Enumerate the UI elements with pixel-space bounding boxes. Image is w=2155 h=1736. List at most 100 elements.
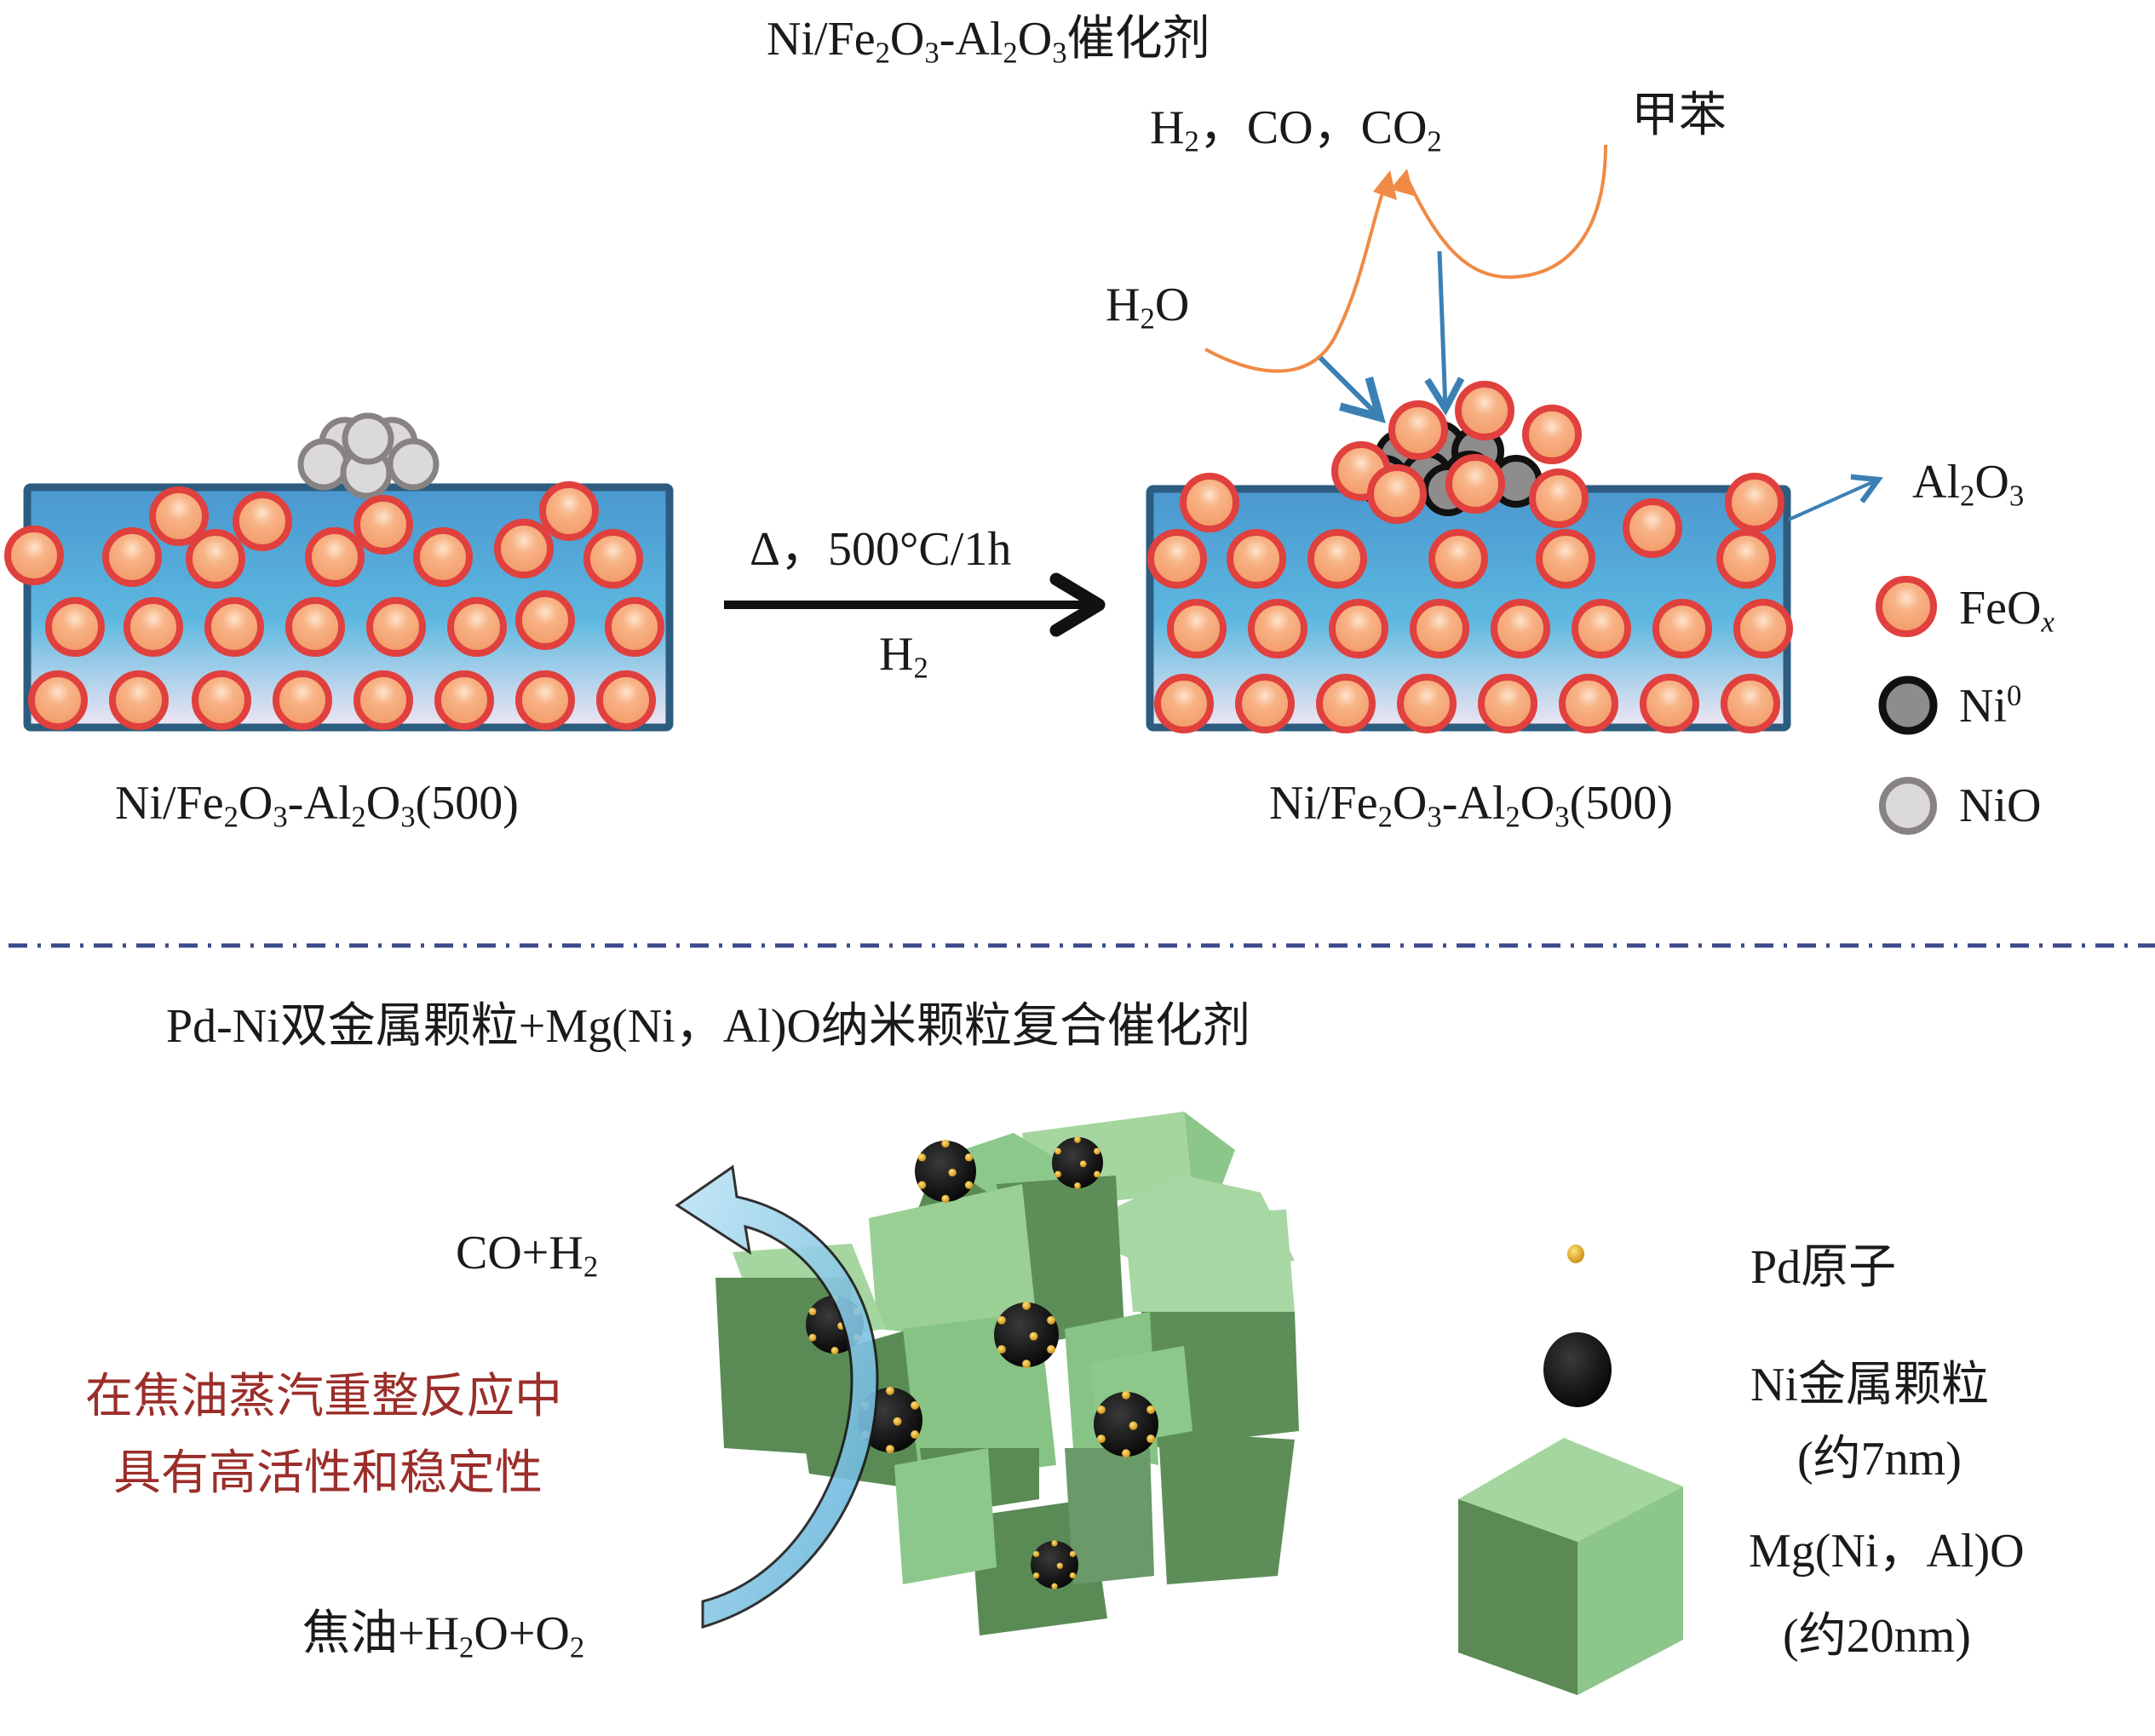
nio-particle-icon <box>1879 777 1937 835</box>
feox-particle <box>1428 529 1488 589</box>
feox-particle <box>1367 464 1427 524</box>
ni0-particle-icon <box>1878 675 1938 735</box>
right-catalyst-label: Ni/Fe2O3-Al2O3(500) <box>1269 777 1673 834</box>
feox-particle <box>1445 454 1505 514</box>
feox-particle <box>1248 599 1307 658</box>
feox-particle <box>192 670 251 730</box>
feox-particle <box>434 670 494 730</box>
legend-label-ni0: Ni0 <box>1959 679 2022 733</box>
pd-atom <box>964 1153 974 1162</box>
pd-atom <box>941 1194 950 1204</box>
pd-atom <box>830 1347 839 1355</box>
feox-particle-icon <box>1876 576 1937 637</box>
ni-particle <box>1031 1541 1078 1589</box>
feox-particle <box>1536 529 1595 589</box>
pd-atom <box>1055 1170 1061 1178</box>
pd-atom <box>911 1400 920 1410</box>
pd-atom <box>1122 1449 1130 1458</box>
feox-particle <box>204 597 264 657</box>
feox-particle <box>1478 674 1537 733</box>
feox-particle <box>447 597 507 657</box>
toluene-label: 甲苯 <box>1631 89 1727 142</box>
pd-atom <box>1055 1147 1061 1155</box>
pd-atom-icon <box>1567 1245 1584 1263</box>
feox-particle <box>233 491 292 551</box>
feox-particle <box>1716 529 1776 589</box>
feox-particle <box>1410 599 1469 658</box>
pd-atom <box>1029 1331 1038 1341</box>
pd-atom <box>1094 1170 1100 1178</box>
feox-particle <box>539 481 599 541</box>
water-label: H2O <box>1106 279 1190 336</box>
feox-particle <box>583 529 643 589</box>
feox-particle <box>353 495 413 555</box>
pd-atom <box>893 1417 902 1426</box>
pd-atom <box>1146 1405 1156 1414</box>
pd-atom <box>1051 1540 1058 1547</box>
feox-particle <box>1725 473 1784 532</box>
pd-atom <box>1032 1550 1040 1558</box>
feox-particle <box>149 486 209 546</box>
feox-particle <box>1147 529 1207 589</box>
legend-label-ni-size: (约7nm) <box>1797 1433 1962 1486</box>
pd-atom <box>1047 1345 1056 1354</box>
nio-particle <box>387 438 440 491</box>
pd-atom <box>1079 1160 1087 1168</box>
feed-label: 焦油+H2O+O2 <box>302 1607 585 1664</box>
feox-particle <box>1640 674 1699 733</box>
legend-label-mg-oxide-size: (约20nm) <box>1783 1610 1971 1663</box>
feox-particle <box>605 597 664 657</box>
right-feox-particles <box>1147 381 1793 733</box>
feox-particle <box>1491 599 1550 658</box>
pd-atom <box>808 1308 817 1316</box>
feox-particle <box>1623 498 1682 558</box>
pd-atom <box>1032 1572 1040 1579</box>
pd-atom <box>808 1333 817 1342</box>
feox-particle <box>1180 473 1239 532</box>
legend-label-pd-atom: Pd原子 <box>1750 1241 1897 1294</box>
feox-particle <box>494 519 554 578</box>
pd-atom <box>1022 1359 1031 1369</box>
nio-particle <box>297 438 350 491</box>
feox-particle <box>413 527 473 587</box>
pd-atom <box>1047 1315 1056 1325</box>
nio-cluster <box>297 412 440 499</box>
feox-particle <box>1455 381 1514 440</box>
feox-particle <box>109 670 169 730</box>
pd-atom <box>1096 1405 1106 1414</box>
flow-arrow <box>675 1164 879 1630</box>
pd-atom <box>1022 1301 1031 1310</box>
top-section-title: Ni/Fe2O3-Al2O3催化剂 <box>767 13 1210 70</box>
pd-atom <box>1094 1147 1100 1155</box>
pd-atom <box>1129 1421 1138 1430</box>
feox-particle <box>28 670 88 730</box>
products-label: H2，CO，CO2 <box>1150 101 1442 158</box>
pd-atom <box>997 1315 1006 1325</box>
highlight-text-line1: 在焦油蒸汽重整反应中 <box>85 1371 562 1423</box>
pd-ni-bimetallic-particle <box>1052 1136 1103 1189</box>
pd-atom <box>1056 1562 1063 1569</box>
feox-particle <box>1572 599 1631 658</box>
feox-particle <box>515 590 575 650</box>
ni-particle <box>994 1302 1059 1367</box>
pd-atom <box>1051 1583 1058 1589</box>
pd-atom <box>1096 1434 1106 1444</box>
condition-temperature-label: Δ，500°C/1h <box>750 523 1012 576</box>
pd-atom <box>948 1168 957 1177</box>
pd-ni-bimetallic-particle <box>1094 1390 1158 1458</box>
feox-particle <box>1227 529 1286 589</box>
feox-particle <box>285 597 345 657</box>
pd-atom <box>917 1153 927 1162</box>
ni-metal-particle-icon <box>1543 1332 1612 1407</box>
pd-ni-bimetallic-particle <box>915 1139 976 1204</box>
pd-atom <box>964 1181 974 1189</box>
pd-atom <box>1069 1572 1077 1579</box>
feox-particle <box>1167 599 1227 658</box>
feox-particle <box>102 527 162 587</box>
left-catalyst-label: Ni/Fe2O3-Al2O3(500) <box>115 777 519 834</box>
feox-particle <box>124 597 183 657</box>
feox-particle <box>1388 400 1448 460</box>
ni-particle <box>1094 1392 1158 1457</box>
pd-ni-bimetallic-particle <box>994 1301 1059 1369</box>
reaction-flow-arrows <box>1204 144 1883 521</box>
